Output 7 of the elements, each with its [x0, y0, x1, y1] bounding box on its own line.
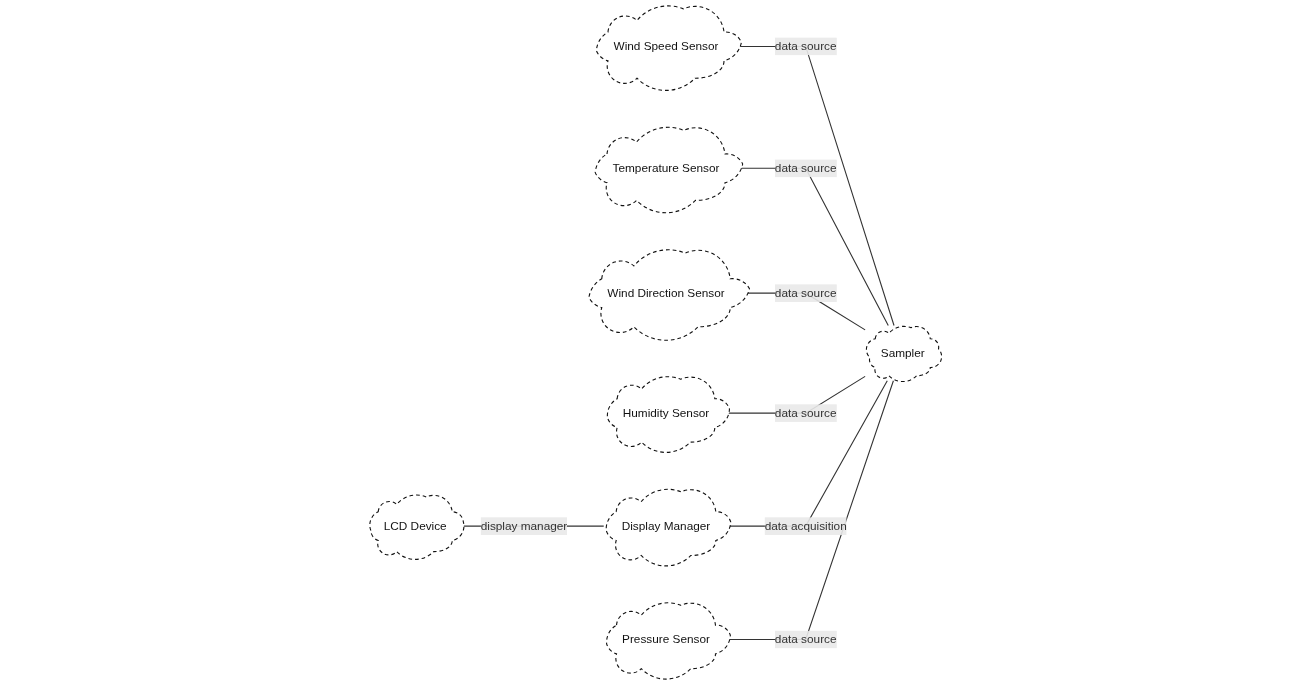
edge-label: data source [775, 632, 837, 646]
edge-label: data acquisition [764, 519, 847, 533]
edge-label: data source [775, 286, 837, 300]
edge-label: data source [775, 406, 837, 420]
edge-label: display manager [480, 519, 568, 533]
edge-label: data source [775, 161, 837, 175]
edge-label: data source [775, 39, 837, 53]
